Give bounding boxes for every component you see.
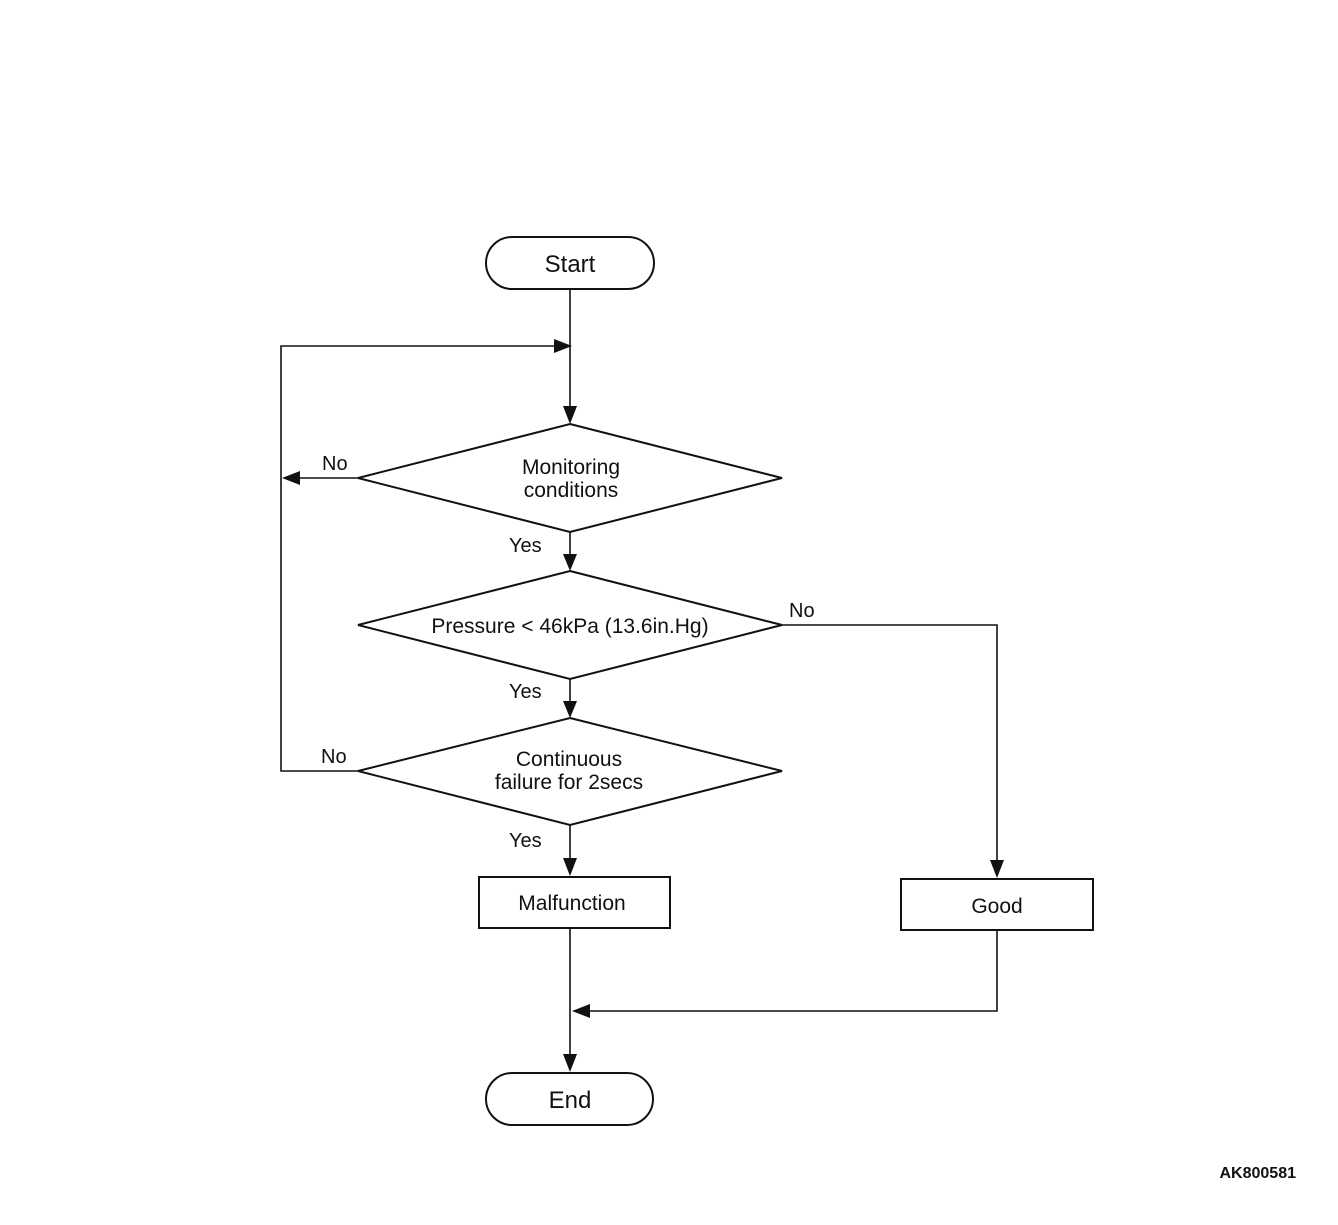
process-malfunction [478, 876, 671, 929]
decision-monitoring-text-2: conditions [524, 479, 619, 502]
arrowhead-good [990, 860, 1004, 878]
arrowhead-end [563, 1054, 577, 1072]
arrowhead-monitoring [563, 406, 577, 424]
label-yes-continuous: Yes [509, 830, 542, 852]
arrowhead-pressure [563, 554, 577, 571]
connector-good-to-merge [588, 930, 998, 1012]
figure-reference: AK800581 [1220, 1165, 1297, 1182]
decision-continuous-text-1: Continuous [516, 748, 622, 771]
arrowhead-merge [572, 1004, 590, 1018]
arrowhead-continuous [563, 701, 577, 718]
end-label: End [549, 1087, 592, 1114]
decision-monitoring-text-1: Monitoring [522, 456, 620, 479]
label-yes-monitoring: Yes [509, 535, 542, 557]
arrowhead-monitoring-no [282, 471, 300, 485]
decision-pressure-text: Pressure < 46kPa (13.6in.Hg) [431, 615, 708, 638]
connector-loop-back [280, 345, 556, 772]
start-label: Start [545, 251, 596, 278]
label-no-pressure: No [789, 600, 815, 622]
label-no-continuous: No [321, 746, 347, 768]
arrowhead-loop-back [554, 339, 572, 353]
good-label: Good [971, 895, 1022, 918]
label-yes-pressure: Yes [509, 681, 542, 703]
connector-pressure-no [782, 624, 998, 862]
label-no-monitoring: No [322, 453, 348, 475]
malfunction-label: Malfunction [518, 892, 625, 915]
decision-continuous-text-2: failure for 2secs [495, 771, 643, 794]
end-terminal [485, 1072, 654, 1126]
arrowhead-malfunction [563, 858, 577, 876]
